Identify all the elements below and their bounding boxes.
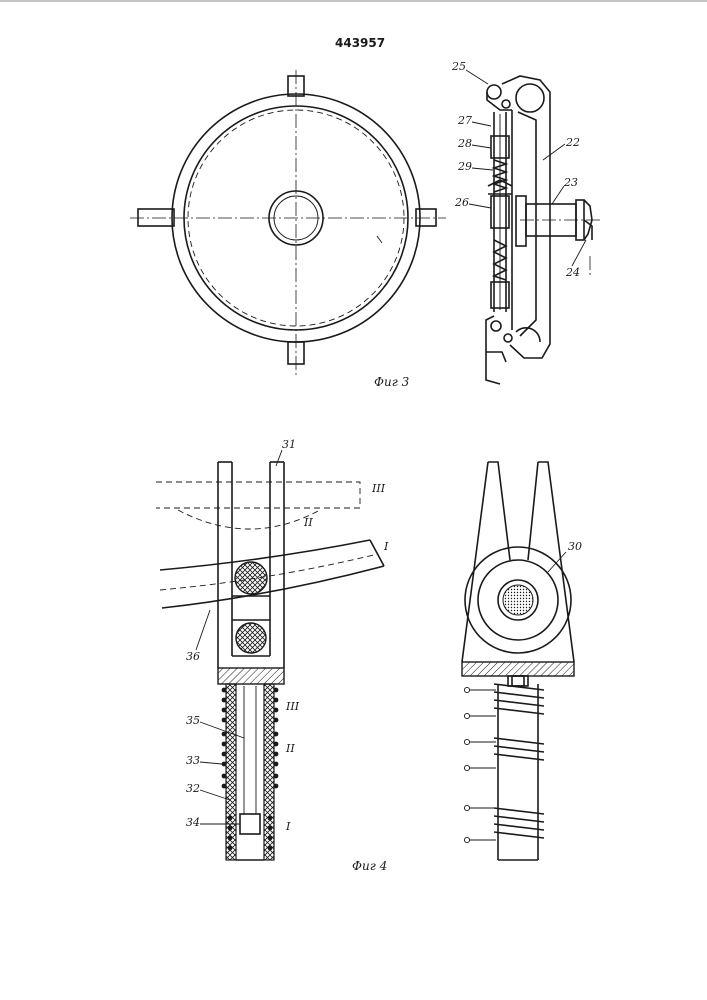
fig3-wheel (130, 70, 446, 375)
roman-top-II: II (303, 516, 313, 529)
roller-lower (236, 623, 266, 653)
label-26: 26 (454, 196, 469, 209)
patent-number: 443957 (335, 36, 385, 50)
roller-upper (235, 562, 267, 594)
label-23: 23 (563, 176, 578, 189)
label-30: 30 (568, 540, 582, 553)
label-31: 31 (282, 438, 296, 451)
label-34: 34 (186, 816, 200, 829)
label-36: 36 (186, 650, 200, 663)
label-27: 27 (457, 114, 472, 127)
roman-coil-III: III (285, 700, 300, 713)
label-29: 29 (457, 160, 472, 173)
fig4-caption: Фиг 4 (352, 859, 387, 873)
roman-coil-II: II (285, 742, 295, 755)
label-32: 32 (186, 782, 200, 795)
fig3-side-mechanism (486, 76, 600, 384)
fig3-labels: 25 27 28 29 26 22 23 24 Фиг 3 (374, 60, 586, 389)
label-33: 33 (186, 754, 200, 767)
roman-top-III: III (371, 482, 386, 495)
label-25: 25 (451, 60, 466, 73)
roman-coil-I: I (285, 820, 291, 833)
label-35: 35 (186, 714, 200, 727)
roman-top-I: I (383, 540, 389, 553)
label-28: 28 (457, 137, 472, 150)
label-22: 22 (565, 136, 580, 149)
fig4-right-view: 30 (462, 462, 582, 860)
fig4-left-labels: 31 III II I 36 35 33 32 34 III II I (186, 438, 389, 833)
fig3-caption: Фиг 3 (374, 375, 410, 389)
label-24: 24 (565, 266, 580, 279)
